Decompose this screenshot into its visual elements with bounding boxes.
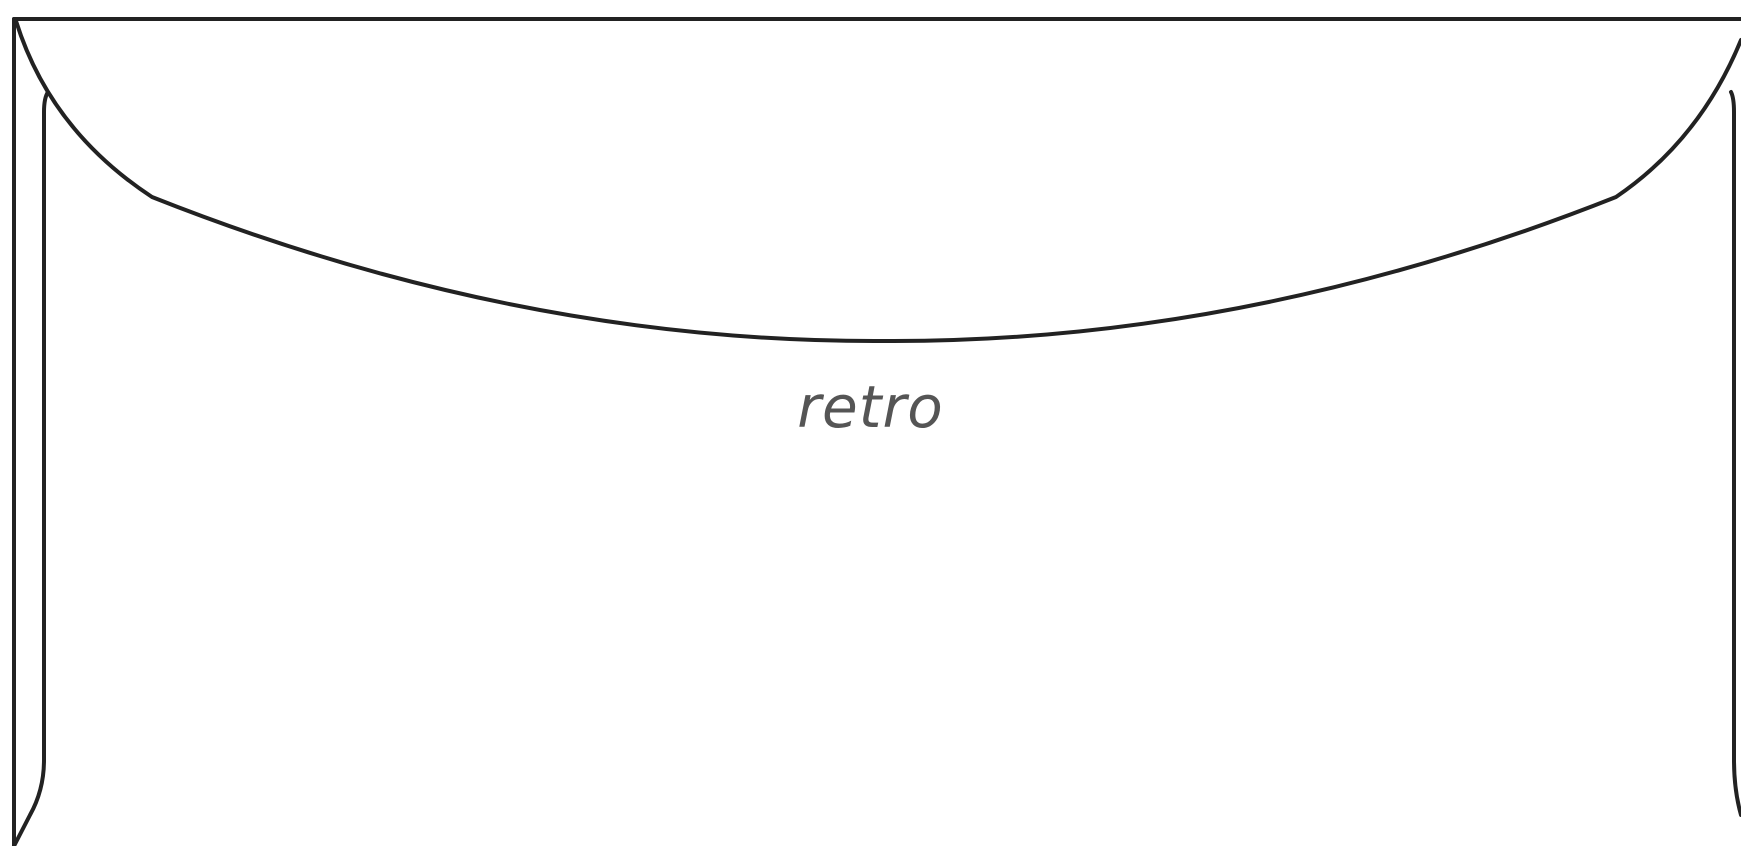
- envelope-label: retro: [797, 373, 944, 441]
- envelope-right-fold: [1729, 90, 1741, 817]
- envelope-left-fold: [12, 90, 50, 846]
- envelope-flap: [14, 19, 1741, 344]
